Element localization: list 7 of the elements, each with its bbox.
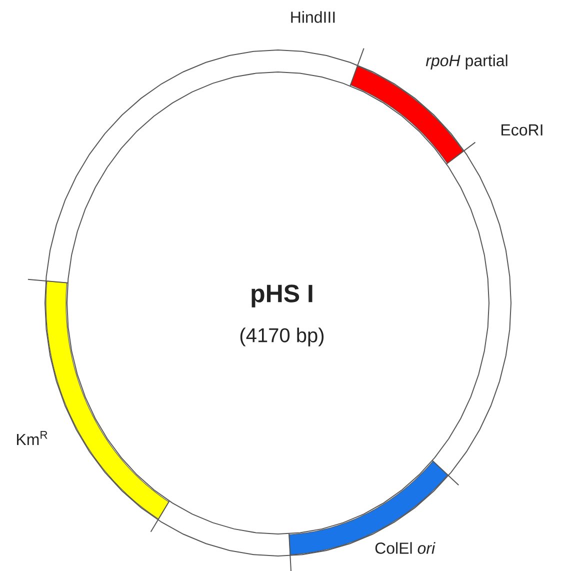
site-label: HindIII: [291, 11, 335, 23]
gene-label: Km$^{R}$: [17, 431, 48, 445]
gene-label: rpoH partial: [426, 54, 508, 70]
site-label: EcoRI: [502, 124, 542, 136]
plasmid-size: (4170 bp): [240, 328, 324, 346]
gene-label: ColEl ori: [375, 542, 436, 554]
plasmid-name: pHS I: [252, 284, 312, 308]
